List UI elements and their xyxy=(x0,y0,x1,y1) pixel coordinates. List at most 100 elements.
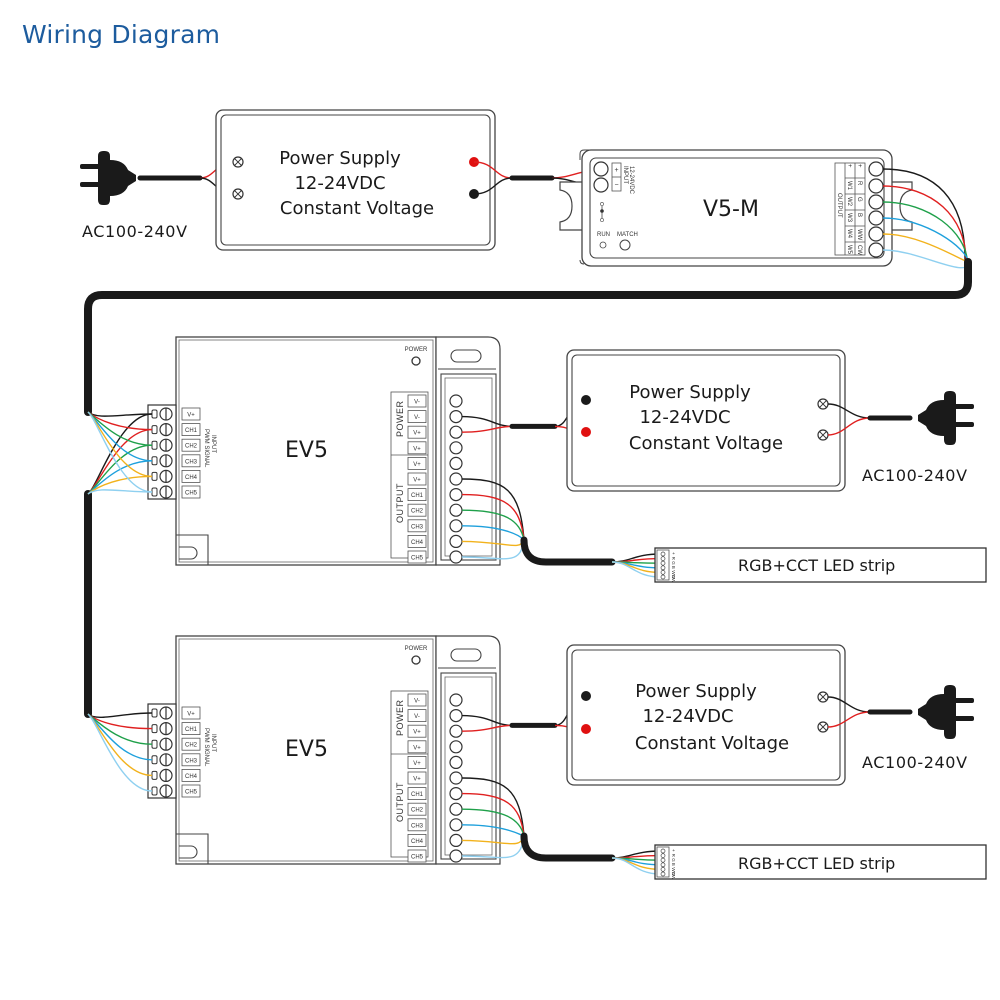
ev5-terminal-label: V- xyxy=(414,415,420,421)
ev5-input-pin: CH4 xyxy=(185,774,198,780)
ev5-terminal xyxy=(449,410,463,424)
ps-line1: Power Supply xyxy=(629,382,751,403)
strip-pin-label: R xyxy=(671,854,676,858)
dc-positive-terminal xyxy=(581,724,591,734)
screw-terminal-icon xyxy=(159,737,173,751)
ev5-terminal xyxy=(449,472,463,486)
v5m-output-label: OUTPUT xyxy=(836,193,842,218)
ev5-terminal xyxy=(449,771,463,785)
ev5-terminal-label: CH4 xyxy=(411,839,424,845)
v5m-match-label: MATCH xyxy=(617,232,638,238)
screw-terminal-icon xyxy=(159,407,173,421)
ev5-power-led xyxy=(411,356,421,366)
strip-pin-label: WW xyxy=(671,867,676,876)
ps-line1: Power Supply xyxy=(279,148,401,169)
screw-terminal-icon xyxy=(159,454,173,468)
v5m-output-pin-a: B xyxy=(856,213,862,217)
ac-plug-icon xyxy=(80,151,136,205)
wire xyxy=(461,808,525,837)
ac-terminal-icon xyxy=(817,398,829,410)
wire xyxy=(461,509,525,541)
ev5-terminal xyxy=(449,693,463,707)
strip-pin-label: B xyxy=(671,863,676,866)
ev5-output-section-label: OUTPUT xyxy=(395,782,405,822)
ps-line1: Power Supply xyxy=(635,681,757,702)
power-supply-2: Power Supply 12-24VDC Constant Voltage xyxy=(566,349,846,492)
ev5-input-sublabel: PWM SIGNAL xyxy=(203,728,209,767)
ev5-input-pin: CH5 xyxy=(185,491,198,497)
ps-line3: Constant Voltage xyxy=(635,733,789,754)
ev5-input-pin: CH5 xyxy=(185,790,198,796)
wire xyxy=(87,411,153,493)
ev5-output-section-label: OUTPUT xyxy=(395,483,405,523)
dc-negative-terminal xyxy=(581,691,591,701)
wire xyxy=(882,217,970,263)
wire xyxy=(461,493,525,541)
v5m-match-button[interactable] xyxy=(619,239,631,251)
dc-positive-terminal xyxy=(581,427,591,437)
v5m-output-pin-b: W5 xyxy=(846,245,852,255)
ev5-terminal xyxy=(449,802,463,816)
wire xyxy=(87,489,153,495)
ev5-terminal xyxy=(449,519,463,533)
ev5-terminal-label: CH1 xyxy=(411,792,424,798)
dc-negative-terminal xyxy=(581,395,591,405)
strip-pin-label: + xyxy=(671,849,676,852)
v5m-run-led xyxy=(599,241,607,249)
ac-terminal-icon xyxy=(817,721,829,733)
ev5-terminal xyxy=(449,786,463,801)
wire xyxy=(461,792,525,837)
ev5-terminal xyxy=(449,441,463,455)
ev5-model-label: EV5 xyxy=(285,737,328,762)
v5m-output-pin-b: W2 xyxy=(846,197,852,207)
ev5-input-pin: CH4 xyxy=(185,475,198,481)
v5m-output-terminal xyxy=(868,178,884,194)
ac-plug-icon xyxy=(918,685,974,739)
wire xyxy=(882,249,972,269)
ev5-power-led-label: POWER xyxy=(405,347,428,353)
ev5-terminal xyxy=(449,740,463,754)
ev5-terminal-label: V+ xyxy=(413,462,421,468)
v5m-receiver: + − INPUT 12-24VDC 12-24VDC RUN MATCH V5… xyxy=(559,149,913,267)
ev5-terminal-label: CH5 xyxy=(411,556,424,562)
ev5-terminal-label: V- xyxy=(414,699,420,705)
v5m-output-pin-b: W3 xyxy=(846,213,852,223)
diagram-title: Wiring Diagram xyxy=(22,20,221,49)
ps-line2: 12-24VDC xyxy=(642,706,733,727)
v5m-input-plus: + xyxy=(614,167,618,174)
v5m-output-pin-b: W1 xyxy=(846,181,852,191)
ev5-input-label: INPUT xyxy=(210,734,216,752)
ev5-terminal-label: V+ xyxy=(413,745,421,751)
mount-slot xyxy=(450,349,482,363)
ev5-terminal xyxy=(449,488,463,502)
led-cable xyxy=(520,832,616,862)
wire xyxy=(882,185,967,263)
mount-slot xyxy=(450,648,482,662)
ev5-input-pin: CH2 xyxy=(185,444,198,450)
led-strip-label: RGB+CCT LED strip xyxy=(738,854,895,873)
ac-label-2: AC100-240V xyxy=(862,466,968,485)
ac-terminal-icon xyxy=(232,188,244,200)
ev5-power-led-label: POWER xyxy=(405,646,428,652)
screw-terminal-icon xyxy=(159,768,173,783)
v5m-output-terminal xyxy=(868,210,884,226)
v5m-output-pin-b: W4 xyxy=(846,229,852,239)
ac-plug-1 xyxy=(80,151,237,205)
power-supply-3: Power Supply 12-24VDC Constant Voltage xyxy=(566,644,846,786)
ev5-terminal xyxy=(449,818,463,832)
ev5-terminal xyxy=(449,833,463,848)
screw-terminal-icon xyxy=(159,784,173,798)
ev5-terminal xyxy=(449,425,463,439)
ev5-terminal xyxy=(449,849,463,863)
power-supply-1: Power Supply 12-24VDC Constant Voltage xyxy=(215,109,496,251)
wire xyxy=(87,713,153,777)
wire xyxy=(87,713,153,792)
ev5-terminal-label: V+ xyxy=(413,478,421,484)
ev5-terminal-label: CH3 xyxy=(411,524,424,530)
v5m-input-label: INPUT xyxy=(622,166,628,184)
ev5-terminal-label: V+ xyxy=(413,777,421,783)
